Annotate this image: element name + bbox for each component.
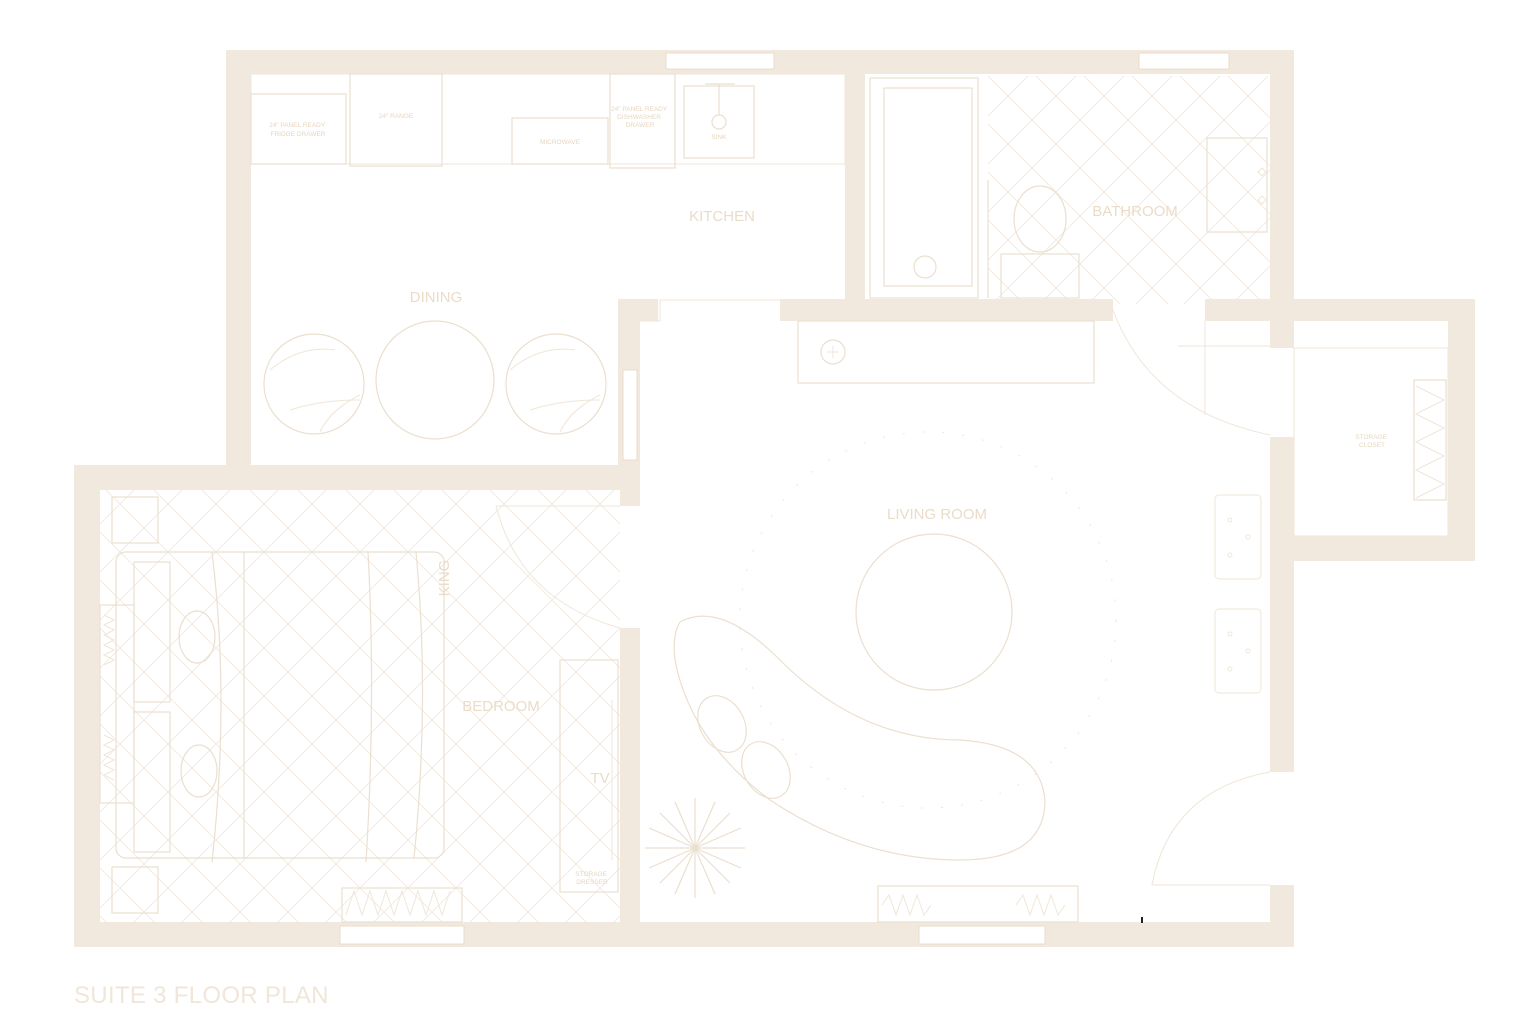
microwave-label: MICROWAVE (540, 139, 581, 146)
bed-size-label: KING (436, 560, 453, 597)
dishwasher-label: 24" PANEL READY DISHWASHER DRAWER (611, 106, 669, 129)
fridge-label: 24" PANEL READY FRIDGE DRAWER (269, 122, 327, 138)
living-room-furniture (640, 299, 1271, 923)
storage-closet-label: STORAGE CLOSET (1355, 434, 1388, 449)
dining-label: DINING (410, 289, 463, 306)
kitchen-counter (250, 73, 846, 169)
plan-title: SUITE 3 FLOOR PLAN (74, 982, 329, 1009)
windows (339, 52, 1230, 945)
marker (1141, 917, 1143, 923)
walls (74, 50, 1475, 947)
sink-label: SINK (711, 134, 727, 141)
storage-closet-fixtures (1178, 321, 1449, 537)
dining-set (263, 320, 607, 440)
bathroom-tile-floor (988, 76, 1270, 304)
bedroom-label: BEDROOM (462, 698, 540, 715)
dresser-label: STORAGE DRESSER (575, 871, 608, 886)
bedroom-furniture (99, 496, 621, 923)
range-label: 24" RANGE (379, 113, 414, 120)
tv-label: TV (590, 770, 609, 787)
bathroom-label: BATHROOM (1092, 203, 1178, 220)
bedroom-tile-floor (100, 490, 620, 922)
bathroom-fixtures (869, 77, 1271, 436)
living-room-label: LIVING ROOM (887, 506, 987, 523)
kitchen-label: KITCHEN (689, 208, 755, 225)
